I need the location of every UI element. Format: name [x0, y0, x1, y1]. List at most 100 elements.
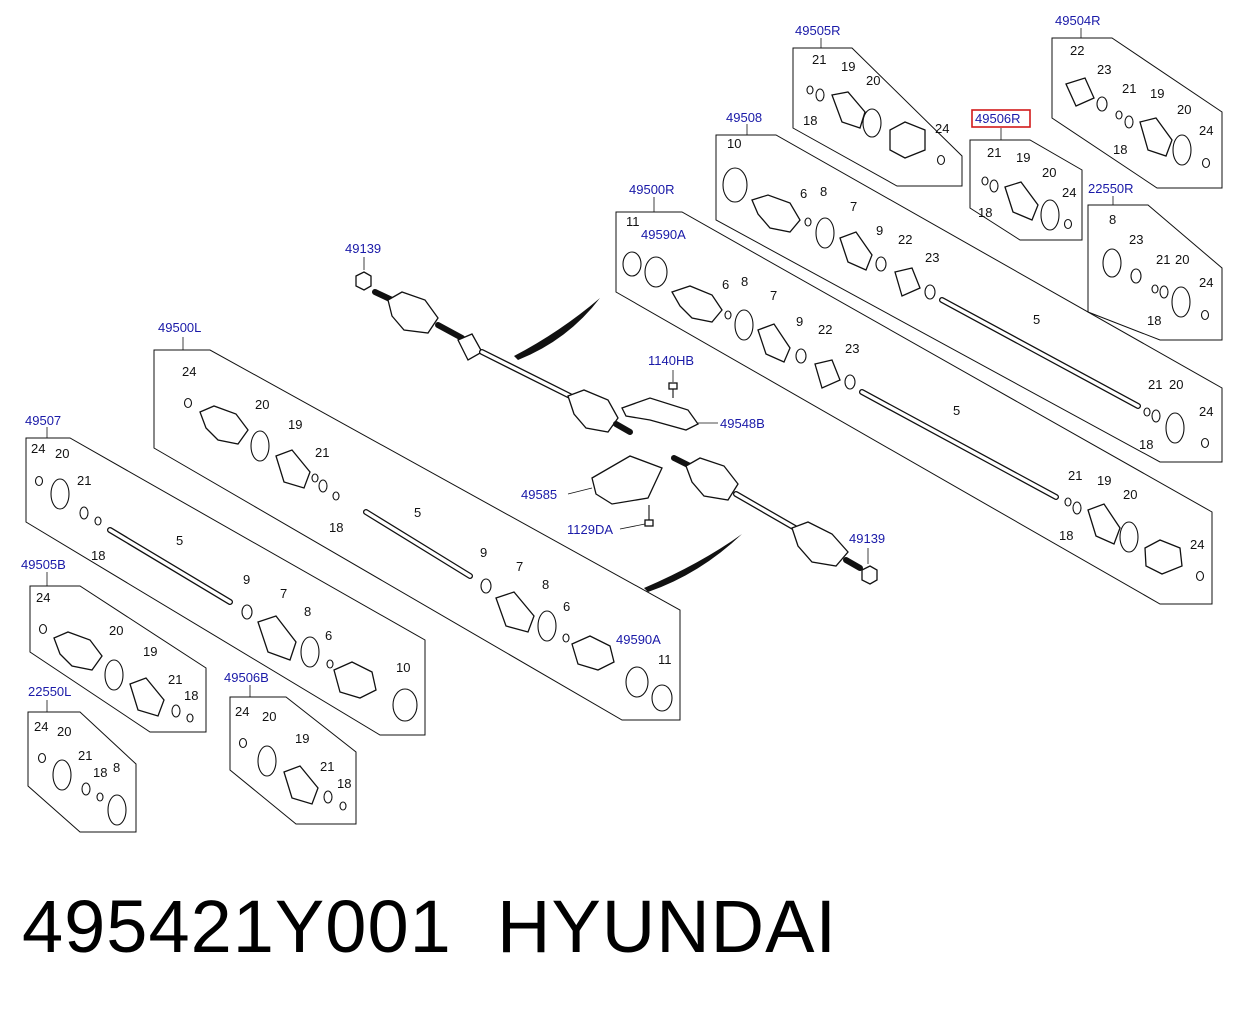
- callout-5: 5: [953, 403, 960, 418]
- group-label-22550L[interactable]: 22550L: [28, 684, 71, 699]
- callout-18: 18: [1139, 437, 1153, 452]
- group-label-49506R[interactable]: 49506R: [975, 111, 1021, 126]
- group-label-49590A-bottom[interactable]: 49590A: [616, 632, 661, 647]
- callout-23: 23: [1129, 232, 1143, 247]
- group-label-49506B[interactable]: 49506B: [224, 670, 269, 685]
- bracket-icon: [621, 397, 699, 431]
- group-label-49505B[interactable]: 49505B: [21, 557, 66, 572]
- kit-49500R[interactable]: 49500R 11 49590A 6 8 7 9 22 23 5 21 19 2…: [615, 182, 1213, 605]
- callout-18: 18: [91, 548, 105, 563]
- boot-icon: [757, 323, 791, 363]
- callout-22: 22: [898, 232, 912, 247]
- callout-6: 6: [563, 599, 570, 614]
- part-number-caption: 495421Y001: [22, 885, 452, 968]
- group-label-1140HB[interactable]: 1140HB: [648, 353, 694, 368]
- callout-20: 20: [1123, 487, 1137, 502]
- callout-8: 8: [1109, 212, 1116, 227]
- callout-24: 24: [235, 704, 249, 719]
- boot-icon: [495, 591, 535, 633]
- group-label-22550R[interactable]: 22550R: [1088, 181, 1134, 196]
- group-label-49139-top[interactable]: 49139: [345, 241, 381, 256]
- group-label-49505R[interactable]: 49505R: [795, 23, 841, 38]
- group-label-49507[interactable]: 49507: [25, 413, 61, 428]
- damper-icon: [894, 267, 921, 297]
- callout-24: 24: [1199, 275, 1213, 290]
- boot-icon: [275, 449, 311, 489]
- callout-22: 22: [818, 322, 832, 337]
- callout-19: 19: [295, 731, 309, 746]
- callout-20: 20: [1175, 252, 1189, 267]
- tone-ring-icon: [644, 256, 668, 288]
- kit-49507[interactable]: 49507 24 20 21 18 5 9 7 8 6 10: [25, 413, 426, 736]
- callout-19: 19: [841, 59, 855, 74]
- damper-icon: [457, 333, 483, 361]
- kit-22550R[interactable]: 22550R 8 23 21 20 24 18: [1087, 181, 1223, 341]
- brand-caption: HYUNDAI: [497, 885, 838, 968]
- tone-ring-icon: [392, 688, 418, 722]
- callout-18: 18: [1147, 313, 1161, 328]
- kit-49506R-highlighted[interactable]: 49506R 21 19 20 24 18: [969, 109, 1083, 241]
- kit-49505B[interactable]: 49505B 24 20 19 21 18: [21, 557, 207, 733]
- kit-49504R[interactable]: 49504R 22 23 21 19 20 18 24: [1051, 13, 1223, 189]
- group-label-49508[interactable]: 49508: [726, 110, 762, 125]
- callout-21: 21: [320, 759, 334, 774]
- callout-21: 21: [1156, 252, 1170, 267]
- callout-21: 21: [1148, 377, 1162, 392]
- boot-icon: [1004, 181, 1039, 221]
- callout-6: 6: [800, 186, 807, 201]
- group-label-49500R[interactable]: 49500R: [629, 182, 675, 197]
- callout-19: 19: [1097, 473, 1111, 488]
- group-label-49139-bottom[interactable]: 49139: [849, 531, 885, 546]
- callout-20: 20: [1042, 165, 1056, 180]
- boot-icon: [831, 91, 866, 129]
- callout-19: 19: [1016, 150, 1030, 165]
- group-label-49585[interactable]: 49585: [521, 487, 557, 502]
- inner-cv-joint-icon: [685, 457, 739, 501]
- damper-icon: [1065, 77, 1095, 107]
- tone-ring-icon: [722, 167, 748, 203]
- callout-24: 24: [1062, 185, 1076, 200]
- cv-joint-icon: [571, 635, 615, 671]
- callout-21: 21: [987, 145, 1001, 160]
- callout-18: 18: [978, 205, 992, 220]
- kit-49505R[interactable]: 49505R 21 19 20 18 24: [792, 23, 963, 187]
- callout-10: 10: [727, 136, 741, 151]
- boot-icon: [839, 231, 873, 271]
- kit-49506B[interactable]: 49506B 24 20 19 21 18: [224, 670, 357, 825]
- callout-18: 18: [1059, 528, 1073, 543]
- group-label-49500L[interactable]: 49500L: [158, 320, 201, 335]
- kit-49508[interactable]: 49508 10 6 8 7 9 22 23 5 21 20 24 18: [715, 110, 1223, 463]
- callout-7: 7: [850, 199, 857, 214]
- group-label-1129DA[interactable]: 1129DA: [567, 522, 613, 537]
- callout-5: 5: [176, 533, 183, 548]
- cv-joint-icon: [333, 661, 377, 699]
- boot-icon: [1087, 503, 1121, 545]
- callout-19: 19: [288, 417, 302, 432]
- kit-49500L[interactable]: 49500L 24 20 19 21 18 5 9 7 8 6 49590A 1…: [153, 320, 681, 721]
- group-label-49590A-top[interactable]: 49590A: [641, 227, 686, 242]
- boot-icon: [129, 677, 165, 717]
- callout-20: 20: [262, 709, 276, 724]
- callout-9: 9: [480, 545, 487, 560]
- callout-20: 20: [255, 397, 269, 412]
- callout-18: 18: [1113, 142, 1127, 157]
- callout-19: 19: [143, 644, 157, 659]
- callout-5: 5: [1033, 312, 1040, 327]
- callout-24: 24: [935, 121, 949, 136]
- callout-21: 21: [168, 672, 182, 687]
- cv-joint-icon: [751, 194, 801, 233]
- highlight-box: [971, 109, 1031, 128]
- outer-cv-joint-icon: [387, 291, 439, 334]
- group-label-49548B[interactable]: 49548B: [720, 416, 765, 431]
- callout-24: 24: [1190, 537, 1204, 552]
- pointer-arrow-lower: [644, 534, 742, 592]
- callout-24: 24: [36, 590, 50, 605]
- group-label-49504R[interactable]: 49504R: [1055, 13, 1101, 28]
- callout-20: 20: [109, 623, 123, 638]
- kit-22550L[interactable]: 22550L 24 20 21 18 8: [27, 684, 137, 833]
- callout-24: 24: [34, 719, 48, 734]
- cv-joint-icon: [671, 285, 723, 323]
- callout-20: 20: [866, 73, 880, 88]
- callout-21: 21: [1122, 81, 1136, 96]
- pointer-arrow-upper: [514, 298, 600, 360]
